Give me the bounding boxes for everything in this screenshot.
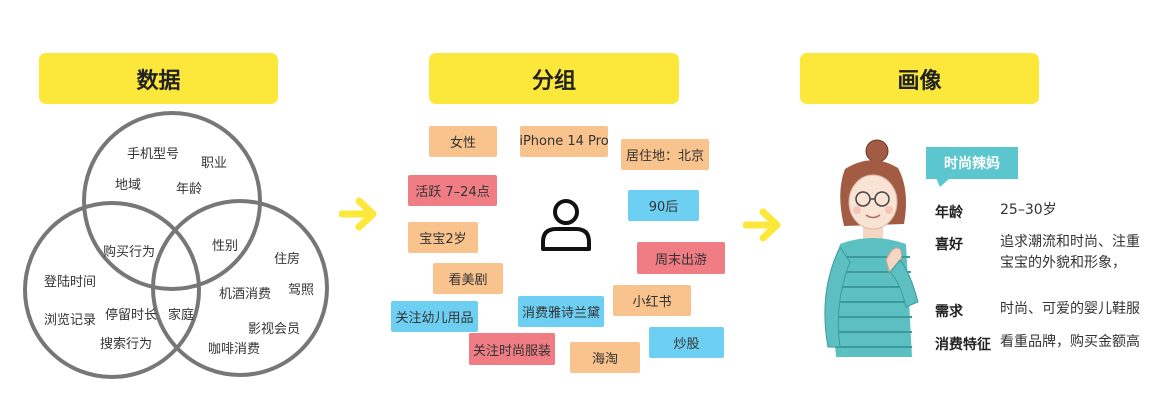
- venn-left-item: 登陆时间: [44, 275, 97, 290]
- venn-right-item: 咖啡消费: [208, 342, 261, 357]
- tag-label: 消费雅诗兰黛: [521, 306, 600, 321]
- venn-left-item: 停留时长: [105, 308, 158, 323]
- venn-bottom-center-item: 家庭: [168, 308, 195, 323]
- header-group: 分组: [429, 53, 679, 104]
- tag: 居住地：北京: [621, 139, 709, 170]
- venn-top-left-item: 购买行为: [103, 245, 156, 260]
- user-icon: [541, 199, 591, 251]
- tag-label: 炒股: [673, 337, 700, 352]
- persona-value-need: 时尚、可爱的婴儿鞋服: [1000, 301, 1140, 317]
- tag: 小红书: [613, 285, 691, 316]
- persona-badge-label: 时尚辣妈: [944, 156, 1000, 172]
- tag: 关注时尚服装: [469, 333, 555, 365]
- persona-label-consumption: 消费特征: [935, 337, 991, 353]
- header-data-label: 数据: [136, 68, 181, 94]
- tag: iPhone 14 Pro: [519, 126, 609, 157]
- venn-circle-right: [151, 199, 329, 377]
- arrow-right-icon: [743, 208, 781, 242]
- tag: 看美剧: [433, 263, 503, 294]
- persona-label-need: 需求: [935, 304, 963, 320]
- tag-label: iPhone 14 Pro: [519, 134, 609, 149]
- tag: 关注幼儿用品: [391, 301, 478, 332]
- tag-label: 女性: [449, 136, 476, 151]
- venn-top-item: 职业: [201, 156, 228, 171]
- venn-top-item: 地域: [115, 178, 142, 193]
- tag: 周末出游: [637, 242, 725, 274]
- woman-illustration: [824, 139, 919, 357]
- tag-label: 周末出游: [654, 252, 707, 268]
- venn-diagram: [23, 111, 329, 379]
- venn-left-item: 浏览记录: [44, 313, 97, 328]
- persona-label-age: 年龄: [935, 205, 963, 221]
- arrow-right-icon: [339, 197, 377, 231]
- persona-badge: 时尚辣妈: [926, 147, 1018, 179]
- tag: 炒股: [649, 327, 724, 358]
- header-data: 数据: [39, 53, 278, 104]
- venn-top-item: 手机型号: [127, 147, 180, 162]
- persona-value-consumption: 看重品牌，购买金额高: [1000, 334, 1140, 350]
- tag-label: 海淘: [591, 352, 618, 367]
- venn-top-item: 年龄: [176, 182, 203, 197]
- tag-label: 看美剧: [448, 273, 488, 288]
- tag-label: 居住地：北京: [625, 149, 704, 164]
- tag: 90后: [628, 190, 699, 221]
- tag: 活跃 7–24点: [408, 175, 497, 206]
- header-persona: 画像: [800, 53, 1039, 104]
- venn-right-item: 驾照: [288, 283, 315, 298]
- badge-pointer: [936, 178, 950, 187]
- tag-label: 活跃 7–24点: [415, 185, 490, 200]
- venn-top-right-item: 性别: [212, 239, 239, 254]
- tag: 海淘: [570, 342, 640, 373]
- tag-label: 关注幼儿用品: [395, 311, 474, 326]
- tag-label: 小红书: [632, 295, 672, 310]
- persona-value-age: 25–30岁: [1000, 202, 1057, 218]
- venn-left-item: 搜索行为: [100, 337, 153, 352]
- tag-label: 关注时尚服装: [472, 343, 551, 359]
- tag-label: 90后: [648, 200, 679, 215]
- persona-value-preference: 追求潮流和时尚、注重宝宝的外貌和形象，: [1000, 234, 1140, 271]
- venn-right-item: 住房: [274, 252, 301, 267]
- tag-label: 宝宝2岁: [419, 232, 467, 247]
- tag: 消费雅诗兰黛: [518, 296, 604, 327]
- header-group-label: 分组: [531, 68, 576, 94]
- tag: 宝宝2岁: [408, 222, 478, 253]
- venn-right-item: 机酒消费: [219, 287, 272, 302]
- header-persona-label: 画像: [897, 68, 942, 94]
- tag: 女性: [429, 126, 497, 157]
- persona-label-preference: 喜好: [935, 237, 963, 253]
- venn-right-item: 影视会员: [248, 322, 301, 337]
- venn-circle-top: [82, 111, 262, 291]
- venn-circle-left: [23, 201, 201, 379]
